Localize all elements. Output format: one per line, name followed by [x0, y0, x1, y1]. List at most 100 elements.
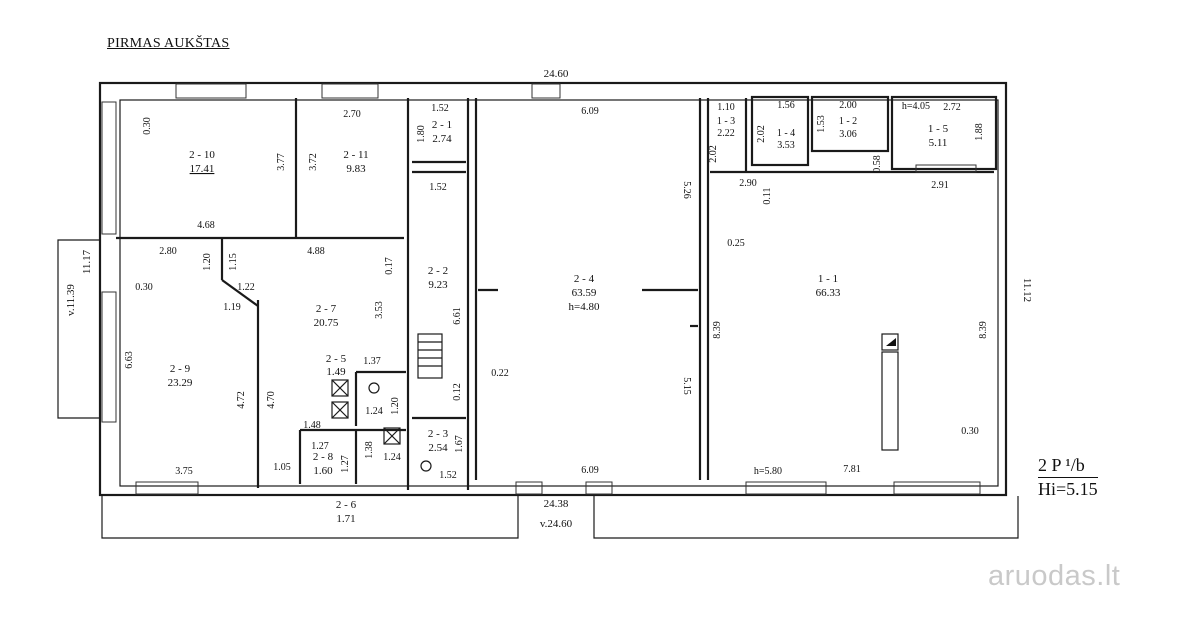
interior-walls: [116, 95, 998, 490]
room-label: 2 - 6: [336, 499, 357, 511]
dimension-label: 11.17: [81, 249, 93, 274]
outer-wall-outline: [98, 81, 1008, 497]
dimension-label: 2.02: [708, 145, 719, 163]
dimension-label: 1.48: [303, 420, 321, 431]
dimension-label: 6.63: [124, 351, 135, 369]
room-label: 2 - 8: [313, 451, 334, 463]
dimension-label: 3.75: [175, 466, 193, 477]
room-label: 2 - 3: [428, 428, 449, 440]
equipment-icon: [881, 333, 899, 351]
dimension-label: 1.37: [363, 356, 381, 367]
room-label: 2 - 2: [428, 265, 448, 277]
room-area: 23.29: [168, 377, 193, 389]
wall: [221, 279, 259, 307]
dimension-label: 2.02: [756, 125, 767, 143]
closet-wall: [890, 95, 998, 171]
dimension-label: 11.12: [1021, 278, 1033, 302]
vent-line: [383, 427, 401, 445]
room-area: 20.75: [314, 317, 339, 329]
exterior-platforms: [57, 239, 1019, 539]
dimension-label: 1.56: [777, 100, 795, 111]
dimension-label: 0.12: [452, 383, 463, 401]
windows: [101, 83, 981, 495]
room-label: 2 - 11: [343, 149, 368, 161]
dimension-label: 0.22: [491, 368, 509, 379]
dimension-label: 4.70: [266, 391, 277, 409]
dimension-label: 1.24: [365, 406, 383, 417]
window: [515, 481, 543, 495]
dimension-label: 6.09: [581, 465, 599, 476]
room-labels: 2 - 10 17.41 2 - 11 9.83 2 - 1 2.74 2 - …: [168, 116, 949, 525]
room-area: 63.59: [572, 287, 597, 299]
dimension-label: 6.61: [452, 307, 463, 325]
room-label: 1 - 1: [818, 273, 838, 285]
vent-box: [383, 427, 401, 445]
stair: [417, 333, 443, 379]
dimension-label: 1.53: [816, 115, 827, 133]
dimension-label: 4.88: [307, 246, 325, 257]
dimension-label: 8.39: [978, 321, 989, 339]
dimension-label: 1.19: [223, 302, 241, 313]
window: [101, 101, 117, 235]
dimension-label: 1.05: [273, 462, 291, 473]
building-notation: 2 P ¹/b Hi=5.15: [1038, 454, 1098, 500]
dimension-labels: 24.60 24.38 v.24.60 11.12 11.17 v.11.39 …: [65, 68, 1033, 530]
front-platform: [593, 496, 1019, 539]
room-label: 2 - 7: [316, 303, 337, 315]
room-area: 1.71: [336, 513, 355, 525]
toilet-icon: [420, 460, 432, 472]
front-platform: [101, 496, 519, 539]
dimension-label: 4.68: [197, 220, 215, 231]
dimension-label: 0.30: [961, 426, 979, 437]
dimension-label: 1.52: [429, 182, 447, 193]
closet-wall: [810, 95, 890, 153]
dimension-label: 2.00: [839, 100, 857, 111]
room-label: 1 - 3: [717, 116, 735, 127]
room-area: 3.06: [839, 129, 857, 140]
window: [531, 83, 561, 99]
window: [175, 83, 247, 99]
dimension-label: v.24.60: [540, 518, 573, 530]
dimension-label: 1.80: [416, 125, 427, 143]
side-platform: [57, 239, 100, 419]
equipment-block: [881, 351, 899, 451]
dimension-label: 1.24: [383, 452, 401, 463]
building-designation: 2 P ¹/b: [1038, 454, 1098, 478]
toilet-icon: [368, 382, 380, 394]
dimension-label: 24.38: [544, 498, 569, 510]
dimension-label: h=5.80: [754, 466, 782, 477]
dimension-label: 0.11: [762, 187, 773, 204]
dimension-label: 5.15: [681, 377, 692, 395]
closet-wall: [750, 95, 810, 167]
dimension-label: 3.77: [276, 153, 287, 171]
window: [101, 291, 117, 423]
vent-line: [331, 379, 349, 397]
dimension-label: 6.09: [581, 106, 599, 117]
dimension-label: 1.27: [340, 455, 351, 473]
dimension-label: 3.72: [308, 153, 319, 171]
dimension-label: 1.38: [364, 441, 375, 459]
dimension-label: 1.22: [237, 282, 255, 293]
room-label: 2 - 9: [170, 363, 191, 375]
room-area: 2.54: [428, 442, 448, 454]
dimension-label: 0.58: [872, 155, 883, 173]
dimension-label: 0.30: [142, 117, 153, 135]
inner-wall-outline: [119, 99, 999, 487]
dimension-label: 2.91: [931, 180, 949, 191]
dimension-label: 2.70: [343, 109, 361, 120]
equipment-icon: [886, 338, 896, 346]
room-area: 2.22: [717, 128, 735, 139]
dimension-label: 2.72: [943, 102, 961, 113]
dimension-label: 0.30: [135, 282, 153, 293]
dimension-label: h=4.05: [902, 101, 930, 112]
room-label: 2 - 4: [574, 273, 595, 285]
watermark-logo: aruodas.lt: [988, 560, 1121, 592]
dimension-label: 4.72: [236, 391, 247, 409]
vent-box: [331, 401, 349, 419]
room-area: 9.83: [346, 163, 366, 175]
dimension-label: 7.81: [843, 464, 861, 475]
dimension-label: 2.80: [159, 246, 177, 257]
fixtures: [331, 333, 899, 472]
dimension-label: 1.10: [717, 102, 735, 113]
